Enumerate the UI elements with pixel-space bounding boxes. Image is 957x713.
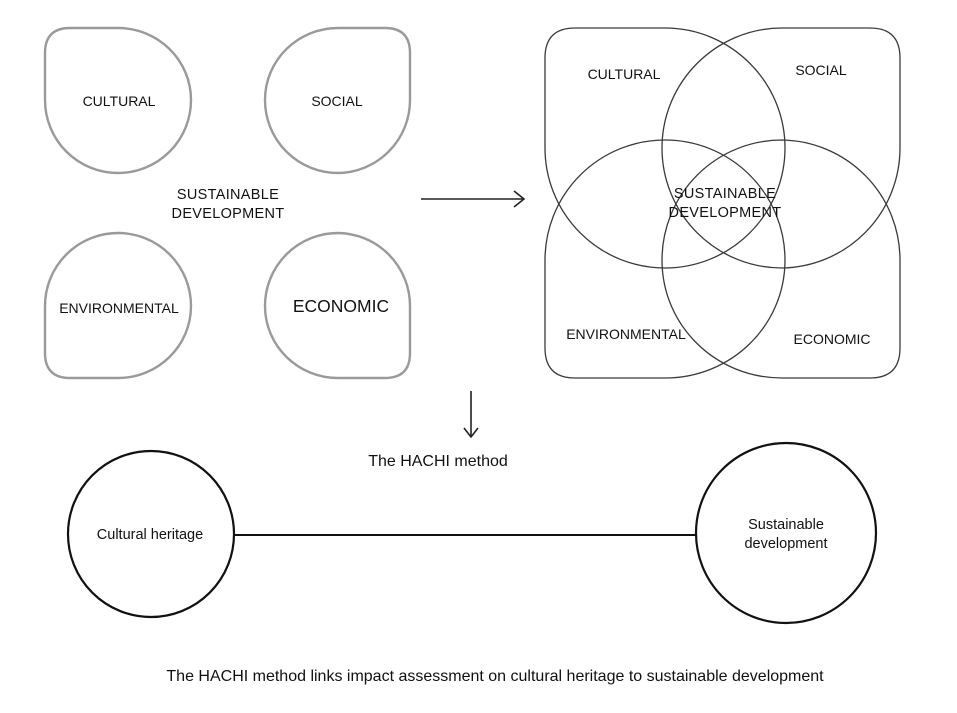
down-arrow-icon (463, 391, 479, 439)
pillar-cultural-shape (43, 26, 193, 175)
venn-environmental-shape (544, 139, 786, 379)
center-label-line1: SUSTAINABLE (177, 187, 279, 203)
sustainable-development-node (694, 441, 878, 625)
sustainable-development-label-line2: development (744, 536, 827, 552)
method-label: The HACHI method (368, 453, 508, 470)
venn-center-line2: DEVELOPMENT (669, 205, 782, 221)
sustainable-development-label-line1: Sustainable (748, 517, 824, 533)
pillar-economic-label: ECONOMIC (293, 296, 389, 316)
venn-cultural-label: CULTURAL (588, 66, 661, 82)
center-label-line2: DEVELOPMENT (172, 206, 285, 222)
pillar-economic-shape (263, 231, 412, 380)
venn-economic-shape (661, 139, 901, 379)
venn-economic-label: ECONOMIC (794, 331, 871, 347)
pillar-environmental-label: ENVIRONMENTAL (59, 300, 179, 316)
venn-center-line1: SUSTAINABLE (674, 186, 776, 202)
venn-cultural-shape (544, 27, 786, 269)
pillar-social-shape (263, 26, 412, 175)
venn-environmental-label: ENVIRONMENTAL (566, 326, 686, 342)
cultural-heritage-label: Cultural heritage (97, 527, 203, 543)
pillar-cultural-label: CULTURAL (83, 93, 156, 109)
pillar-social-label: SOCIAL (311, 93, 363, 109)
right-arrow-icon (421, 190, 526, 208)
pillar-environmental-shape (43, 231, 193, 380)
venn-social-label: SOCIAL (795, 62, 847, 78)
cultural-heritage-node (66, 449, 236, 619)
venn-social-shape (661, 27, 901, 269)
caption: The HACHI method links impact assessment… (166, 668, 824, 685)
